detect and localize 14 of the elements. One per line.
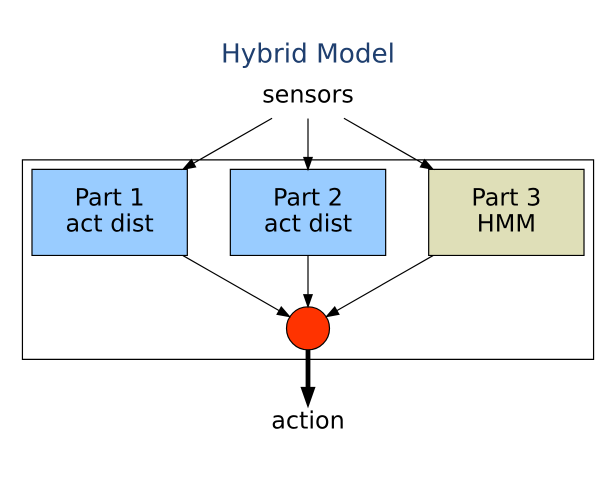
node-box: Part 3 HMM	[428, 168, 585, 256]
node-box: Part 2 act dist	[230, 168, 386, 256]
arrow	[344, 118, 434, 170]
node-text: sensors	[262, 80, 354, 108]
arrow	[302, 118, 314, 172]
node-circle	[286, 306, 330, 350]
arrow	[324, 255, 434, 318]
diagram-title: Hybrid Model	[221, 40, 395, 70]
arrow	[182, 118, 272, 170]
arrow	[300, 350, 316, 408]
arrow	[182, 255, 292, 318]
node-text: action	[271, 406, 345, 435]
node-box: Part 1 act dist	[31, 168, 188, 256]
arrow	[302, 256, 314, 308]
